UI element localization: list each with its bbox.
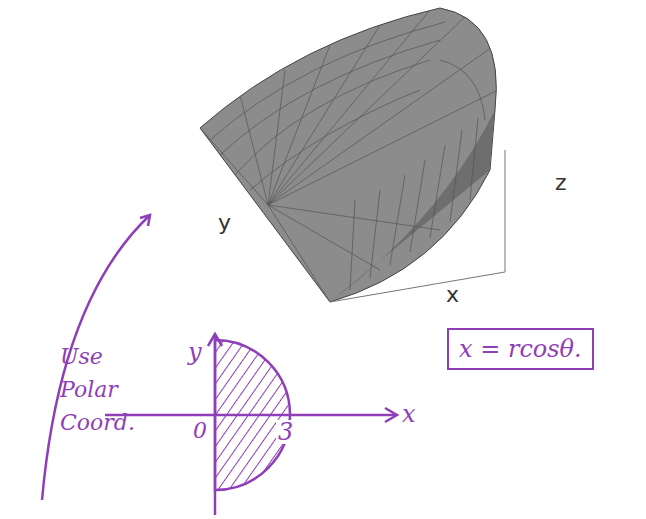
value-label: 3: [276, 420, 295, 444]
formula-text: x = rcosθ.: [459, 336, 582, 362]
origin-label: 0: [193, 420, 207, 442]
formula-box: x = rcosθ.: [447, 328, 594, 370]
axis-label: y: [218, 212, 231, 234]
surface-plot: [200, 8, 505, 302]
axis-label: x: [402, 402, 416, 426]
polar-sketch: [105, 334, 397, 515]
note-text: Use Polar Coord.: [60, 340, 160, 439]
axis-label: y: [188, 340, 202, 364]
axis-label: z: [555, 172, 567, 194]
axis-label: x: [446, 284, 459, 306]
